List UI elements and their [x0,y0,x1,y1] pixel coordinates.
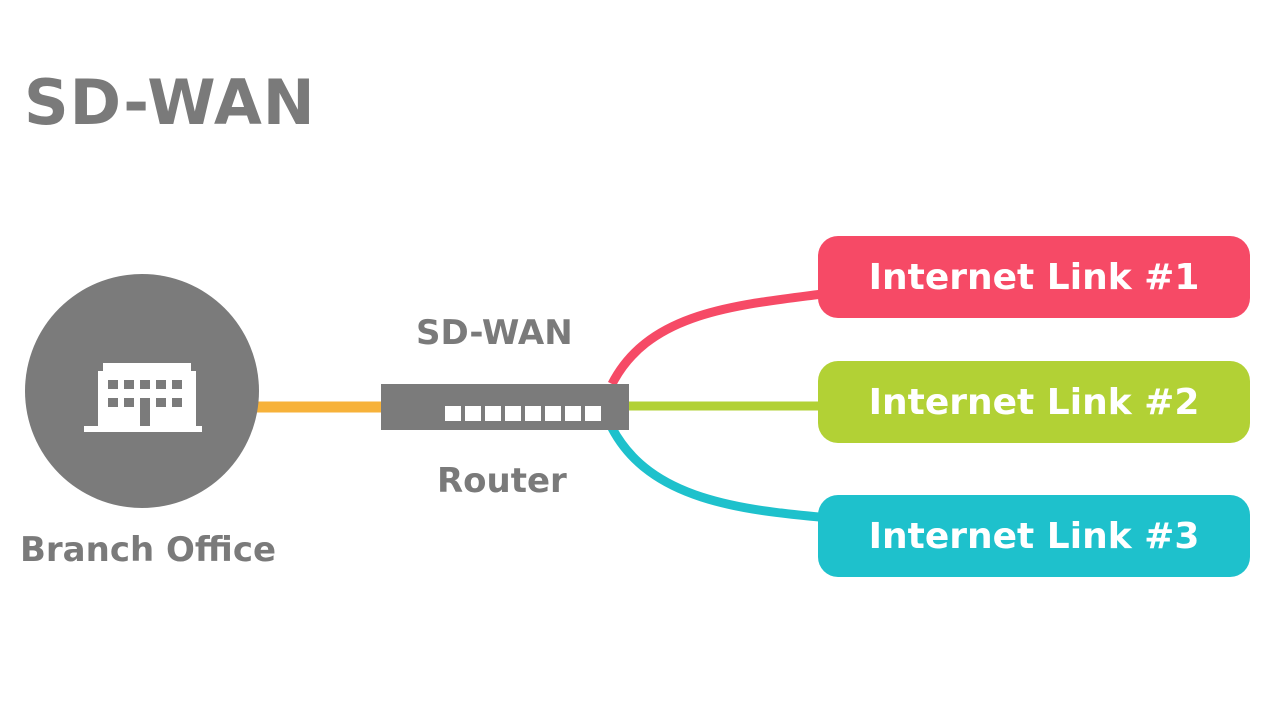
internet-link-1: Internet Link #1 [818,236,1250,318]
router-bottom-label: Router [437,461,567,501]
link-1-connection [607,288,831,387]
internet-link-3: Internet Link #3 [818,495,1250,577]
link-3-connection [608,425,831,523]
page-title: SD-WAN [24,66,316,139]
branch-office-label: Branch Office [20,530,277,570]
router-top-label: SD-WAN [416,313,573,353]
office-building-icon [84,363,202,432]
internet-link-2: Internet Link #2 [818,361,1250,443]
router-device-icon [381,384,629,430]
